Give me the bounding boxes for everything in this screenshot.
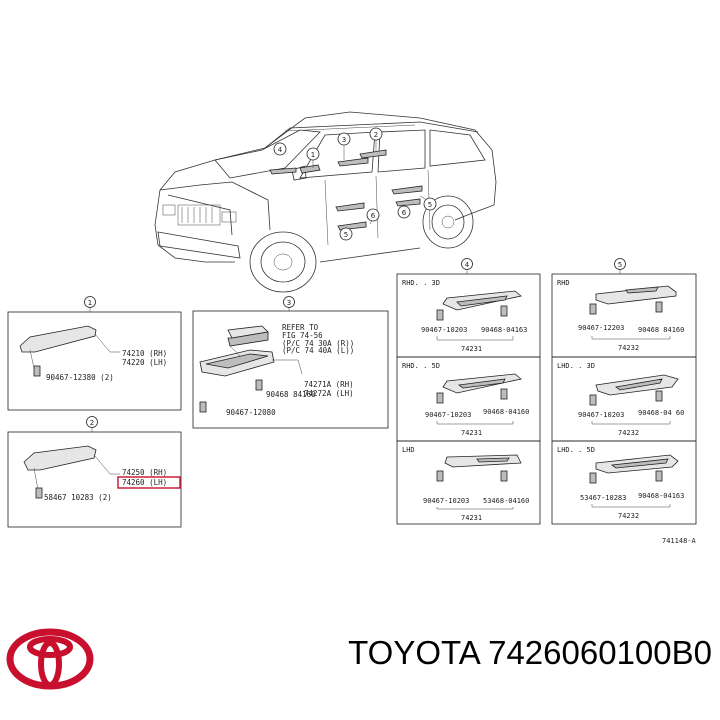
svg-text:RHD: RHD [557, 279, 570, 287]
svg-text:90468-04 60: 90468-04 60 [638, 409, 684, 417]
panel-3: 3 REFER TO FIG 74-56 (P/C 74 30A (R)) (P… [192, 296, 389, 429]
svg-text:REFER TO: REFER TO [282, 323, 319, 332]
svg-text:53467-10283: 53467-10283 [580, 494, 626, 502]
panel-5-header: 5 [614, 258, 626, 274]
svg-text:3: 3 [287, 299, 291, 307]
svg-text:LHD. . 5D: LHD. . 5D [557, 446, 595, 454]
svg-text:1: 1 [311, 151, 315, 159]
svg-text:90467-12203: 90467-12203 [578, 324, 624, 332]
svg-text:2: 2 [374, 131, 378, 139]
svg-text:2: 2 [90, 419, 94, 427]
svg-text:90468-04163: 90468-04163 [638, 492, 684, 500]
svg-text:90467-12080: 90467-12080 [226, 408, 276, 417]
svg-text:1: 1 [88, 299, 92, 307]
svg-text:74272A (LH): 74272A (LH) [304, 389, 354, 398]
part-number-caption: TOYOTA 7426060100B0 [348, 634, 712, 671]
svg-text:74250 (RH): 74250 (RH) [122, 468, 167, 477]
svg-text:LHD: LHD [402, 446, 415, 454]
panel-2: 2 74250 (RH) 74260 (LH) 58467 10283 (2) [7, 416, 182, 528]
svg-text:4: 4 [278, 146, 283, 154]
callout-1[interactable]: 1 [306, 147, 320, 161]
svg-text:74210 (RH): 74210 (RH) [122, 349, 167, 358]
svg-text:90468-04160: 90468-04160 [483, 408, 529, 416]
svg-text:5: 5 [344, 231, 348, 239]
panel-4-cell-1: RHD. . 3D 90467-10203 90468-04163 74231 [396, 273, 541, 358]
svg-text:FIG 74-56: FIG 74-56 [282, 331, 323, 340]
svg-text:90467-12380 (2): 90467-12380 (2) [46, 373, 114, 382]
sun-visor-74250[interactable] [23, 445, 97, 471]
vehicle-callouts: 4 1 3 2 6 5 6 5 [273, 127, 437, 241]
svg-text:90467-10203: 90467-10203 [578, 411, 624, 419]
svg-text:74232: 74232 [618, 429, 639, 437]
panel-5-cell-1: RHD 90467-12203 90468 84160 74232 [551, 273, 697, 358]
svg-text:90467-10203: 90467-10203 [425, 411, 471, 419]
svg-text:(P/C 74 40A (L)): (P/C 74 40A (L)) [282, 346, 354, 355]
svg-text:74232: 74232 [618, 344, 639, 352]
toyota-logo-icon [6, 628, 94, 690]
svg-text:6: 6 [402, 209, 407, 217]
panel-1: 1 74210 (RH) 74220 (LH) 90467-12380 (2) [7, 296, 182, 411]
panel-4-cell-3: LHD 90467-10203 53468-04160 74231 [396, 440, 541, 525]
svg-text:90468 84160: 90468 84160 [638, 326, 684, 334]
panel-4-header: 4 [461, 258, 473, 274]
svg-text:6: 6 [371, 212, 376, 220]
highlight-74260[interactable] [117, 476, 181, 489]
svg-text:5: 5 [428, 201, 432, 209]
svg-text:90467-10203: 90467-10203 [423, 497, 469, 505]
svg-text:90467-10203: 90467-10203 [421, 326, 467, 334]
callout-5[interactable]: 5 [339, 227, 353, 241]
svg-text:90468-04163: 90468-04163 [481, 326, 527, 334]
sun-visor-74210[interactable] [19, 325, 97, 353]
svg-text:74260 (LH): 74260 (LH) [122, 478, 167, 487]
svg-text:74231: 74231 [461, 514, 482, 522]
svg-text:74231: 74231 [461, 429, 482, 437]
svg-text:74232: 74232 [618, 512, 639, 520]
panel-4-cell-2: RHD. . 5D 90467-10203 90468-04160 74231 [396, 356, 541, 442]
svg-text:(P/C 74 30A (R)): (P/C 74 30A (R)) [282, 339, 354, 348]
panel-5-cell-3: LHD. . 5D 53467-10283 90468-04163 74232 [551, 440, 697, 525]
svg-text:4: 4 [465, 261, 470, 269]
callout-3[interactable]: 3 [337, 132, 351, 146]
callout-6b[interactable]: 6 [397, 205, 411, 219]
panel-5-cell-2: LHD. . 3D 90467-10203 90468-04 60 74232 [551, 356, 697, 442]
svg-text:RHD. . 5D: RHD. . 5D [402, 362, 440, 370]
svg-text:74271A (RH): 74271A (RH) [304, 380, 354, 389]
svg-text:3: 3 [342, 136, 346, 144]
callout-6[interactable]: 6 [366, 208, 380, 222]
svg-text:90468 84160: 90468 84160 [266, 390, 316, 399]
svg-text:74220 (LH): 74220 (LH) [122, 358, 167, 367]
svg-text:53468-04160: 53468-04160 [483, 497, 529, 505]
svg-text:RHD. . 3D: RHD. . 3D [402, 279, 440, 287]
figure-code: 741148-A [662, 537, 697, 545]
svg-text:58467 10283 (2): 58467 10283 (2) [44, 493, 112, 502]
callout-5b[interactable]: 5 [423, 197, 437, 211]
svg-text:5: 5 [618, 261, 622, 269]
svg-text:74231: 74231 [461, 345, 482, 353]
callout-2[interactable]: 2 [369, 127, 383, 141]
callout-4[interactable]: 4 [273, 142, 287, 156]
svg-text:LHD. . 3D: LHD. . 3D [557, 362, 595, 370]
vehicle-illustration [154, 111, 497, 293]
